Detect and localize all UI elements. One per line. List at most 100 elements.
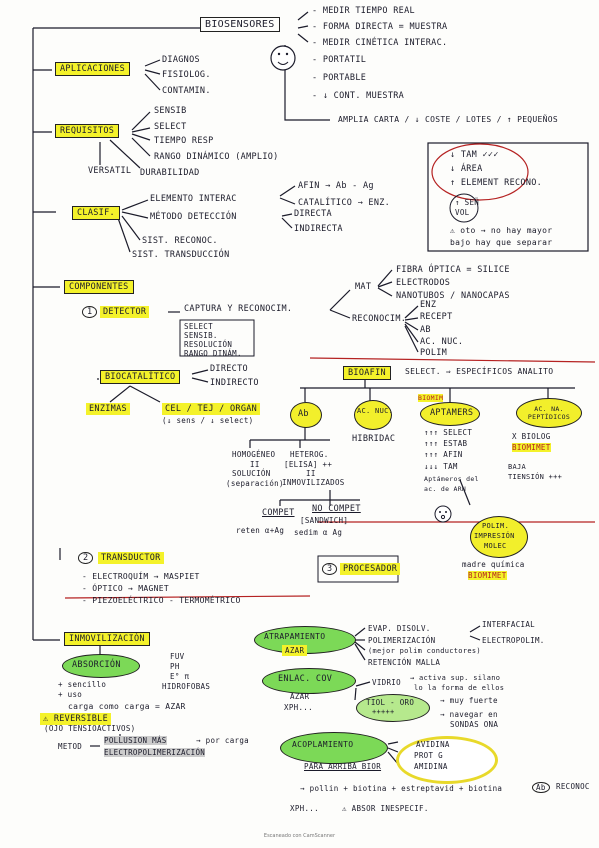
reconoc-label: RECONOC [556, 782, 590, 791]
polim-note: madre química [462, 560, 525, 569]
acmr-prop: X BIOLOG [512, 432, 551, 441]
prop-item: - PORTATIL [312, 55, 367, 65]
biocatalitico-label: BIOCATALÍTICO [100, 370, 181, 384]
vidrio-note: → activa sup. silano [410, 674, 501, 682]
enlace-label: ENLAC. COV [278, 674, 333, 684]
tiol-node [356, 694, 430, 722]
clasif-label: CLASIF. [72, 206, 120, 220]
abs-prop: E° π [170, 672, 190, 681]
clasif-item: ELEMENTO INTERAC [150, 194, 237, 204]
homog-line: HOMOGÉNEO [232, 450, 276, 459]
clasif-item: SIST. RECONOC. [142, 236, 218, 246]
prop-item: - FORMA DIRECTA = MUESTRA [312, 22, 448, 32]
sidebox-note: bajo hay que separar [450, 238, 553, 247]
compet-formula: reten α+Ag [236, 526, 285, 535]
interfacial-label: INTERFACIAL [482, 620, 535, 629]
acmr-label: AC. NA. PEPTÍDICOS [527, 405, 571, 421]
requisito-item: TIEMPO RESP [154, 136, 214, 146]
clasif-sub: AFIN → Ab - Ag [298, 181, 374, 191]
aplicacion-item: CONTAMIN. [162, 86, 211, 96]
tiol-note: → muy fuerte [440, 696, 498, 705]
vidrio-label: VIDRIO [372, 678, 401, 687]
tiol-label: TIOL - ORO [366, 698, 415, 707]
electro-label: ELECTROPOLIMERIZACIÓN [104, 748, 206, 757]
atr-prop: EVAP. DISOLV. [368, 624, 431, 633]
heterog-line: [ELISA] ++ [284, 460, 333, 469]
tiol-note: SONDAS ONA [450, 720, 499, 729]
heterog-line: INMOVILIZADOS [282, 478, 345, 487]
biomim-tag: BIOMIM [418, 394, 444, 402]
aplicacion-item: DIAGNOS [162, 55, 200, 65]
aptamers-label: APTAMERS [430, 408, 474, 418]
scanner-footer: Escaneado con CamScanner [263, 833, 336, 839]
sandwich-formula: sedim α Ag [294, 528, 343, 537]
tiol-plus: +++++ [372, 708, 395, 716]
transductor-item: - ÓPTICO → MAGNET [82, 584, 169, 593]
reversible-label: ⚠ REVERSIBLE [40, 713, 112, 725]
transductor-number: 2 [78, 552, 94, 564]
mat-item: FIBRA ÓPTICA = SILICE [396, 265, 510, 275]
sandwich-label: [SANDWICH] [300, 516, 349, 525]
mat-item: ELECTRODOS [396, 278, 451, 288]
clasif-sub: CATALÍTICO → ENZ. [298, 198, 391, 208]
transductor-item: - ELECTROQUÍM → MASPIET [82, 572, 200, 581]
apt-prop: ac. de ARN [424, 485, 467, 493]
ab-tag: Ab [532, 782, 550, 793]
homog-line: (separación) [226, 479, 284, 488]
absorb-label: ⚠ ABSOR INESPECIF. [342, 804, 429, 813]
acopl-item: PROT G [414, 751, 443, 760]
requisito-item: SELECT [154, 122, 187, 132]
sidebox-item: ↑ SEÑ [455, 198, 480, 207]
rec-item: AB [420, 325, 431, 335]
reversible-note: (OJO TENSIOACTIVOS) [44, 724, 136, 733]
nocompet-label: NO COMPET [312, 504, 361, 514]
sidebox-item: ↓ ÁREA [450, 164, 483, 174]
requisito-item: SENSIB [154, 106, 187, 116]
rec-item: POLIM [420, 348, 448, 358]
transductor-label: TRANSDUCTOR [98, 552, 164, 564]
aplicaciones-label: APLICACIONES [55, 62, 131, 76]
detector-req: RANGO DINÁM. [184, 349, 242, 358]
transductor-item: - PIEZOELÉCTRICO - TERMOMÉTRICO [82, 596, 241, 605]
detector-req: SENSIB. [184, 331, 218, 340]
abs-prop: HIDROFOBAS [162, 682, 211, 691]
heterog-line: II [306, 469, 316, 478]
abs-plus: + sencillo [58, 680, 107, 689]
requisito-item: DURABILIDAD [140, 168, 200, 178]
hibridac-label: HIBRIDAC [352, 434, 396, 444]
prop-item: - MEDIR TIEMPO REAL [312, 6, 415, 16]
acopl-list-ring [396, 736, 498, 784]
xph-label: XPH... [290, 804, 319, 813]
detector-desc: CAPTURA Y RECONOCIM. [184, 304, 293, 314]
apt-prop: ↑↑↑ SELECT [424, 428, 473, 437]
procesador-label: PROCESADOR [340, 563, 401, 575]
bioafin-desc: SELECT. ⇒ ESPECÍFICOS ANALITO [405, 367, 554, 376]
enlace-node [262, 668, 356, 694]
detector-req: SELECT [184, 322, 213, 331]
atrap-azar: AZAR [282, 645, 308, 656]
para-label: PARA ARRIBA BIOR [304, 762, 382, 771]
inmovilizacion-label: INMOVILIZACIÓN [64, 632, 150, 646]
aptamers-node [420, 402, 480, 426]
apt-prop: ↑↑↑ ESTAB [424, 439, 468, 448]
acoplamiento-label: ACOPLAMIENTO [292, 740, 354, 749]
clasif-sub: INDIRECTA [294, 224, 343, 234]
sidebox-item: VOL [455, 208, 470, 217]
enlace-note: AZAR [290, 692, 310, 701]
bioafin-label: BIOAFIN [343, 366, 391, 380]
apt-prop: ↑↑↑ AFIN [424, 450, 463, 459]
electropolim-label: ELECTROPOLIM. [482, 636, 545, 645]
acmr-prop: BAJA [508, 463, 527, 471]
sidebox-item: ↓ TAM ✓✓✓ [450, 150, 499, 160]
heterog-line: HETEROG. [290, 450, 329, 459]
prop-item: - MEDIR CINÉTICA INTERAC. [312, 38, 448, 48]
acnuc-node [354, 400, 392, 430]
absorcion-label: ABSORCIÓN [72, 660, 121, 670]
acmr-node [516, 398, 582, 428]
polim-line: MOLEC [484, 542, 507, 550]
compet-label: COMPET [262, 508, 295, 518]
biotina-line: → pollin + biotina + estreptavid + bioti… [300, 784, 503, 793]
requisito-item: VERSATIL [88, 166, 132, 176]
atr-prop: POLIMERIZACIÓN [368, 636, 436, 645]
